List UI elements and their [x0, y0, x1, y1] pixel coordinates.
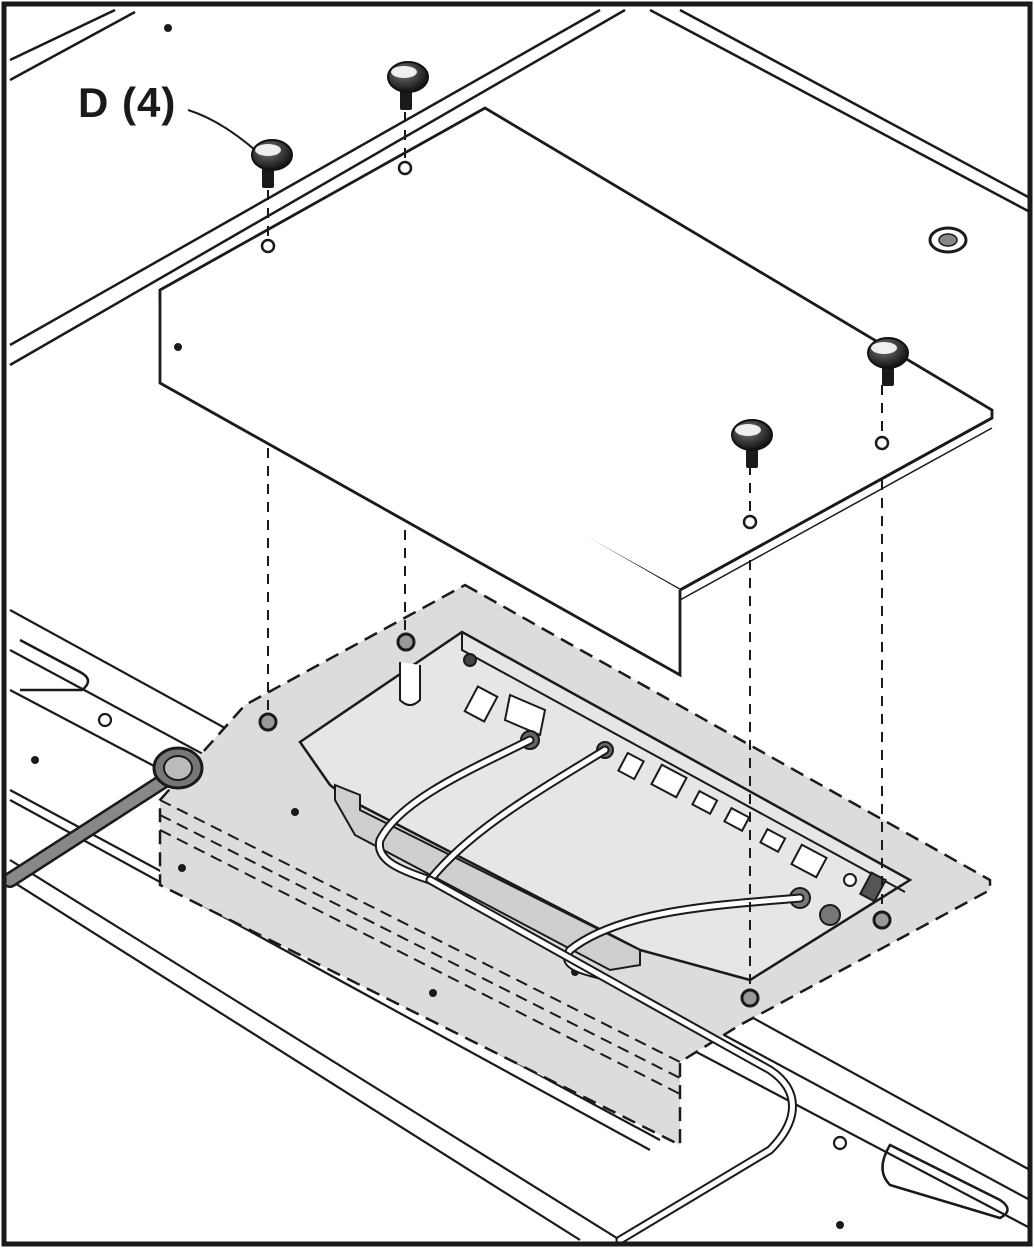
usb-port-icon — [463, 685, 499, 723]
thumbscrew-1-icon — [251, 139, 293, 188]
hdmi-port-1-icon — [691, 789, 719, 816]
callout-label-d: D (4) — [78, 79, 177, 126]
serial-port-icon — [503, 693, 547, 737]
usb-port-2-icon — [617, 751, 645, 781]
display-port-icon — [650, 763, 688, 799]
device-ports — [463, 653, 888, 926]
hdmi-port-2-icon — [723, 806, 751, 833]
cable-gland — [152, 746, 204, 790]
hdmi-port-3-icon — [759, 827, 787, 854]
power-cable — [2, 772, 173, 888]
thumbscrew-4-icon — [731, 419, 773, 468]
internal-cables — [374, 735, 805, 1245]
thumbscrew-2-icon — [387, 61, 429, 110]
ethernet-port-icon — [790, 843, 828, 879]
alignment-lines — [267, 112, 883, 990]
power-switch-icon — [858, 871, 888, 903]
cover-plate — [158, 106, 994, 678]
display-panel-background — [9, 8, 1031, 367]
mounting-bracket — [158, 583, 992, 1148]
thumbscrew-3-icon — [867, 337, 909, 386]
callout-leader-line — [187, 109, 256, 151]
